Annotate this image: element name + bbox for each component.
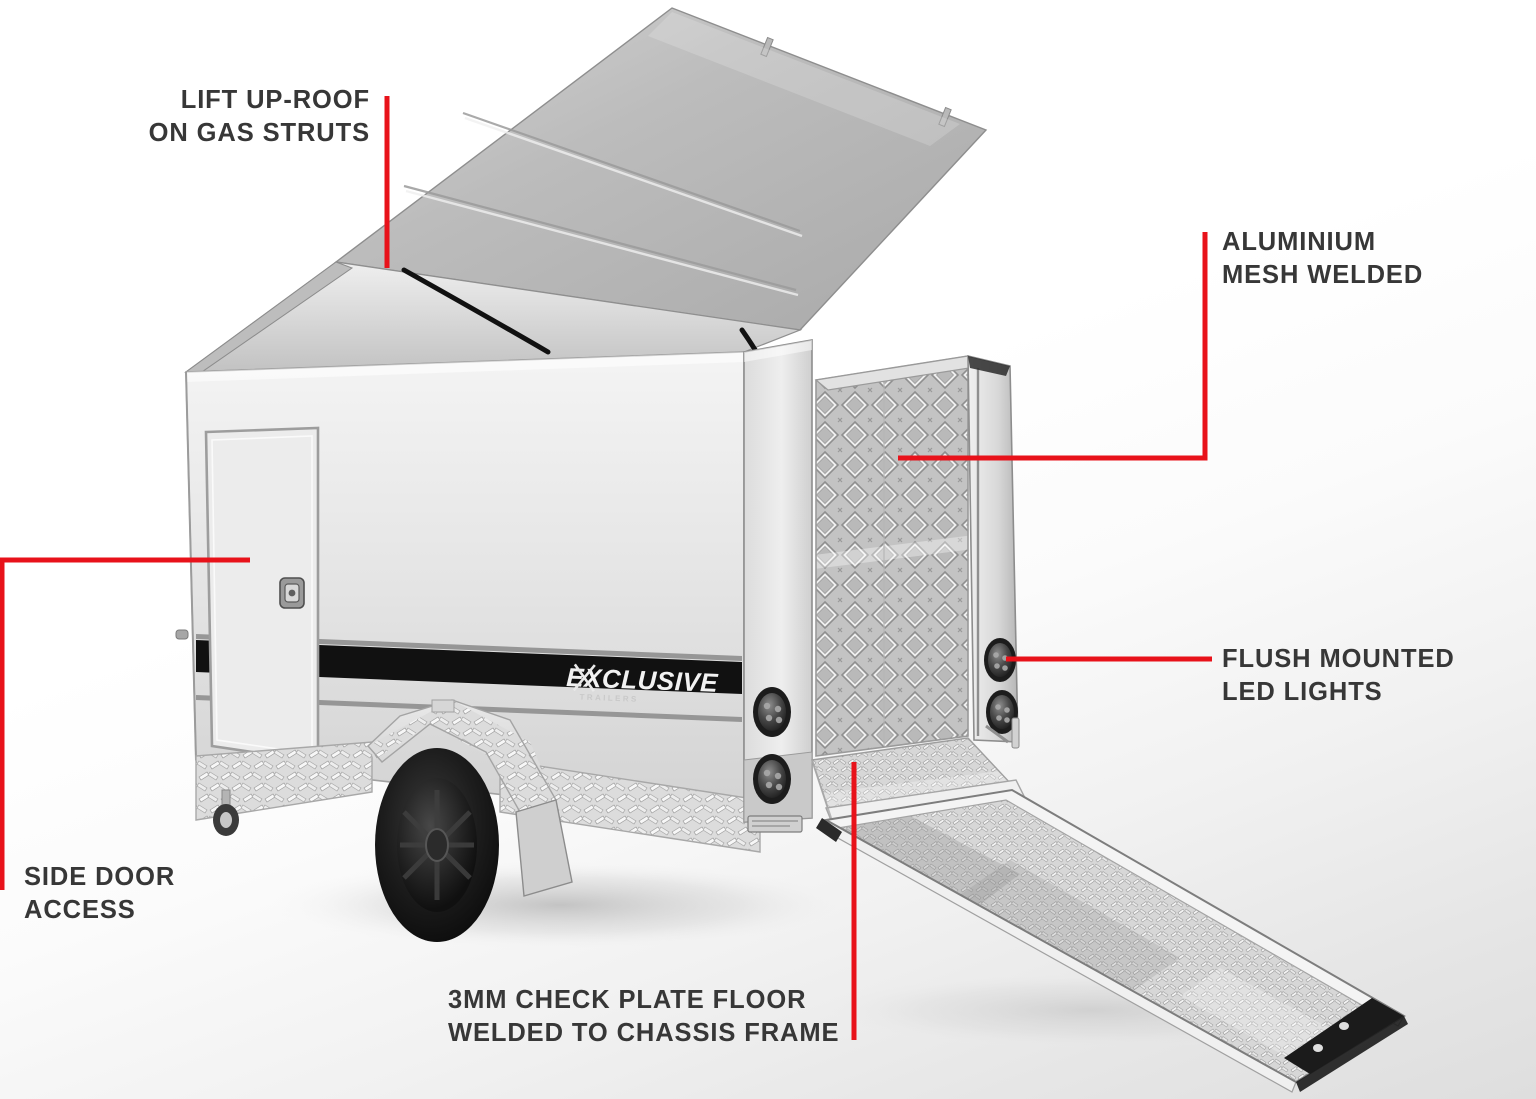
callout-leader-lines [0,96,1212,1040]
leader-aluminium-mesh [898,232,1208,461]
leader-side-door [0,557,250,890]
roof-hinge-tab [760,36,952,128]
black-stripe-decal: EXCLUSIVE TRAILERS [196,634,742,722]
callout-check-plate-floor: 3MM CHECK PLATE FLOOR WELDED TO CHASSIS … [448,986,840,1048]
brand-wordmark: EXCLUSIVE TRAILERS [566,662,719,704]
rear-ramp-door[interactable] [810,780,1420,1099]
callout-side-door-access: SIDE DOOR ACCESS [24,863,176,925]
compliance-plate [747,815,803,833]
callout-flush-mounted-led-lights: FLUSH MOUNTED LED LIGHTS [1222,645,1455,707]
callout-lift-up-roof: LIFT UP-ROOF ON GAS STRUTS [148,86,370,148]
ramp-end-cap [1284,998,1408,1092]
callout-aluminium-mesh: ALUMINIUM MESH WELDED [1222,228,1424,290]
led-light-lower-left [753,754,791,804]
led-light-upper-right [984,638,1016,682]
trailer-side-panel: EXCLUSIVE TRAILERS [185,351,745,823]
door-handle[interactable] [279,577,305,609]
aluminium-mesh-panel [814,355,984,757]
led-light-lower-right [986,690,1018,734]
rear-right-pillar [967,354,1019,743]
trailer-rear-panel [743,339,813,823]
led-light-upper-left [753,687,791,737]
door-hinge [175,629,189,640]
lift-up-roof [184,7,988,377]
road-wheel-assembly [367,699,573,942]
rear-latch [985,717,1020,749]
jockey-wheel [213,789,239,836]
mud-flap [515,799,573,897]
svg-text:TRAILERS: TRAILERS [579,693,639,704]
